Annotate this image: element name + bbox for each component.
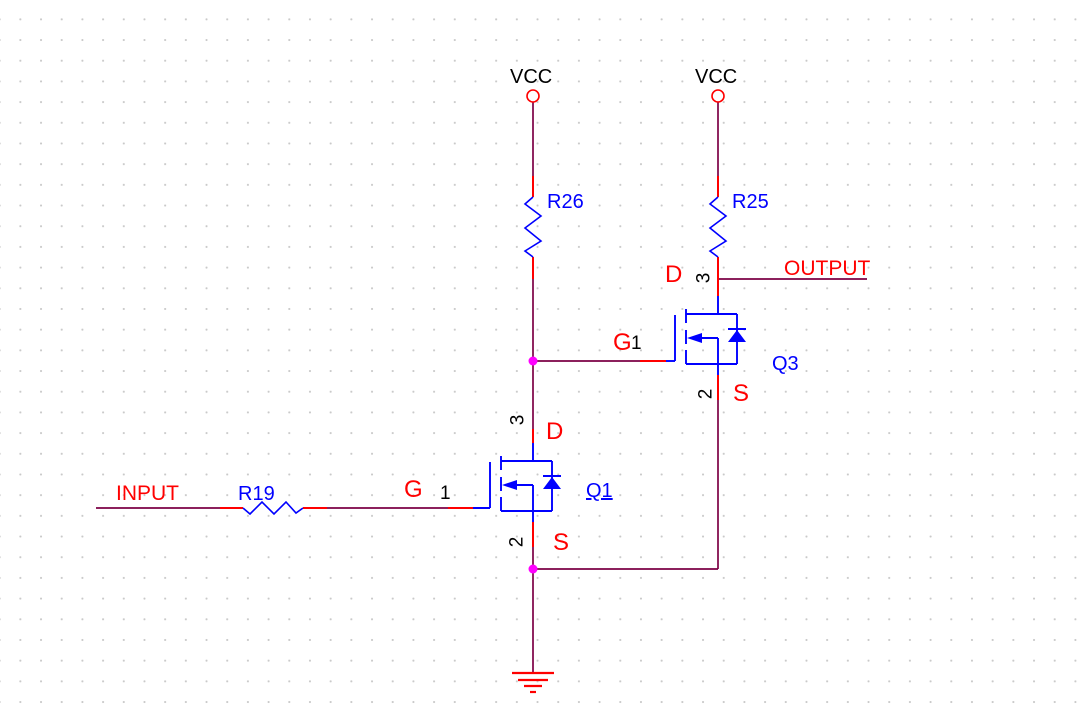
junction-dot-source-node <box>528 564 538 574</box>
mosfet-q1-symbol[interactable] <box>473 443 561 522</box>
q1-gate-pin-number: 1 <box>440 483 451 504</box>
r19-resistor-body[interactable] <box>242 500 304 516</box>
resistor-symbols <box>242 196 728 516</box>
vcc-right-label[interactable]: VCC <box>695 66 738 88</box>
r25-resistor-body[interactable] <box>708 196 728 258</box>
output-net-label[interactable]: OUTPUT <box>784 257 871 280</box>
q1-source-pin-number: 2 <box>506 536 528 548</box>
vcc-terminals <box>526 89 725 103</box>
r19-ref-label[interactable]: R19 <box>238 483 275 505</box>
q3-gate-label: G <box>613 329 632 356</box>
junction-dot-gate-node <box>528 356 538 366</box>
q3-drain-pin-number: 3 <box>693 272 715 284</box>
wires <box>96 102 867 673</box>
ground-symbol[interactable] <box>512 671 554 694</box>
r25-ref-label[interactable]: R25 <box>732 191 769 213</box>
q1-drain-label: D <box>546 418 564 445</box>
q3-arrow-head <box>687 333 702 343</box>
q3-gate-pin-number: 1 <box>631 333 642 354</box>
q3-source-label: S <box>733 380 750 407</box>
q1-ref-label[interactable]: Q1 <box>586 480 613 502</box>
junction-dots <box>528 356 538 574</box>
vcc-left-terminal-circle[interactable] <box>526 89 540 103</box>
vcc-left-label[interactable]: VCC <box>510 66 553 88</box>
q3-source-pin-number: 2 <box>695 388 717 400</box>
r26-ref-label[interactable]: R26 <box>547 191 584 213</box>
q1-diode-triangle <box>543 477 561 489</box>
mosfet-q3-symbol[interactable] <box>666 296 746 375</box>
q3-ref-label[interactable]: Q3 <box>772 353 799 375</box>
q3-diode-triangle <box>728 330 746 342</box>
q1-arrow-head <box>502 480 517 490</box>
q1-drain-pin-number: 3 <box>507 414 529 426</box>
vcc-right-terminal-circle[interactable] <box>711 89 725 103</box>
r26-resistor-body[interactable] <box>523 196 543 258</box>
q1-source-label: S <box>553 529 570 556</box>
component-pins <box>220 176 719 547</box>
input-net-label[interactable]: INPUT <box>116 482 179 505</box>
q1-gate-label: G <box>404 476 423 503</box>
q3-drain-label: D <box>665 261 683 288</box>
